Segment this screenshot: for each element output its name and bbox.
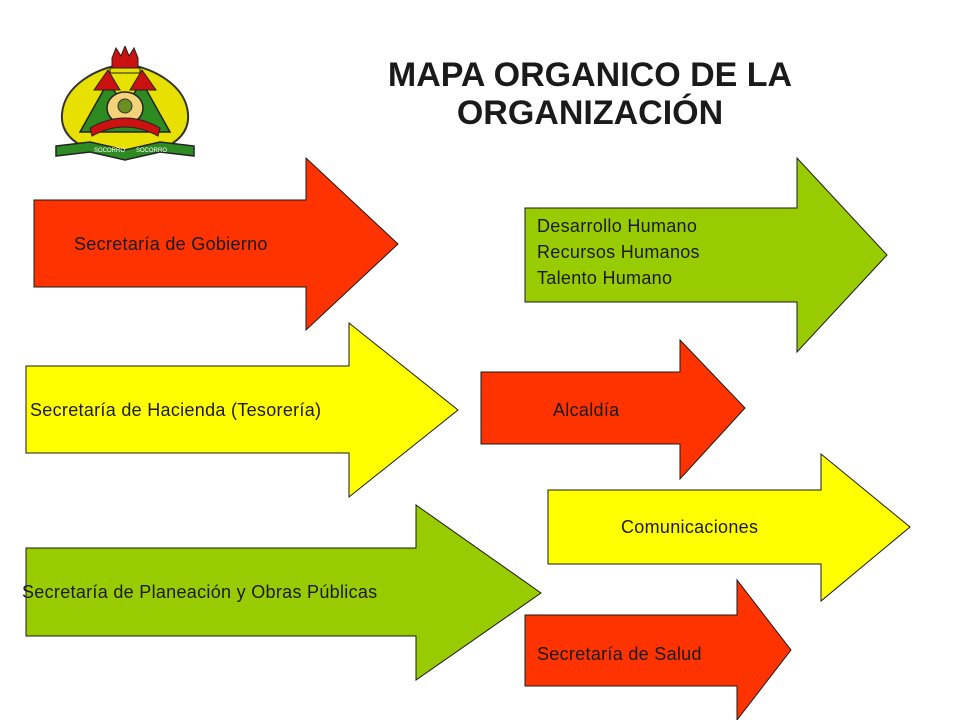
label-gobierno: Secretaría de Gobierno	[74, 234, 268, 254]
label-desarrollo-line-3: Talento Humano	[537, 268, 673, 288]
label-salud: Secretaría de Salud	[537, 644, 702, 664]
arrow-hacienda	[25, 321, 459, 499]
arrow-planeacion	[25, 504, 542, 681]
logo-caption-left: SOCORRO	[94, 148, 125, 154]
label-comunicaciones: Comunicaciones	[621, 517, 759, 537]
page-title: MAPA ORGANICO DE LA ORGANIZACIÓN	[330, 56, 850, 132]
arrow-alcaldia	[480, 338, 746, 481]
title-line-1: MAPA ORGANICO DE LA	[387, 56, 793, 94]
label-desarrollo-line-1: Desarrollo Humano	[537, 216, 698, 236]
label-alcaldia: Alcaldía	[553, 400, 620, 420]
label-desarrollo: Desarrollo Humano Recursos Humanos Talen…	[537, 213, 700, 291]
arrow-comunicaciones	[547, 452, 911, 603]
label-desarrollo-line-2: Recursos Humanos	[537, 242, 700, 262]
coat-of-arms-logo: SOCORRO SOCORRO	[55, 46, 195, 161]
title-line-2: ORGANIZACIÓN	[456, 94, 724, 132]
label-planeacion: Secretaría de Planeación y Obras Pública…	[22, 582, 378, 602]
arrow-gobierno	[33, 156, 399, 332]
arrow-salud	[524, 578, 792, 720]
arrow-desarrollo	[524, 156, 888, 354]
logo-caption-right: SOCORRO	[136, 148, 167, 154]
label-hacienda: Secretaría de Hacienda (Tesorería)	[30, 400, 322, 420]
